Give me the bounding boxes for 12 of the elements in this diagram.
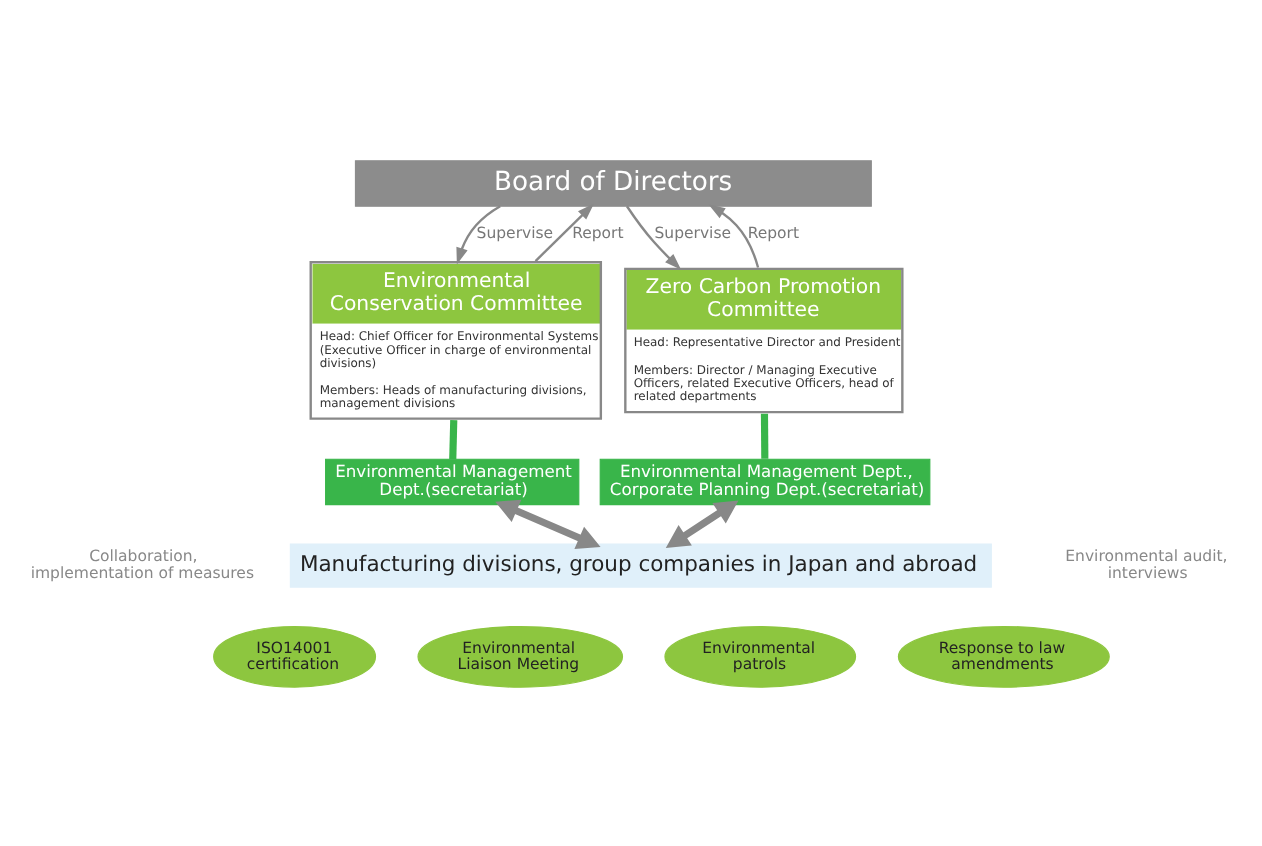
arrow xyxy=(625,204,682,269)
connector xyxy=(760,412,769,458)
node-box: Environmental Management Dept., Corporate Planning Dept.(secretariat) xyxy=(599,457,931,505)
node-box: Board of Directors xyxy=(354,159,872,206)
node-box: Manufacturing divisions, group companies in Japan and abroad xyxy=(289,542,992,587)
arrow xyxy=(708,203,760,267)
node-box: Environmental Management Dept.(secretariat) xyxy=(325,457,580,505)
arrow xyxy=(456,204,501,264)
connector xyxy=(449,419,458,459)
arrow xyxy=(534,202,595,261)
arrow xyxy=(495,498,601,548)
arrow xyxy=(665,499,739,548)
